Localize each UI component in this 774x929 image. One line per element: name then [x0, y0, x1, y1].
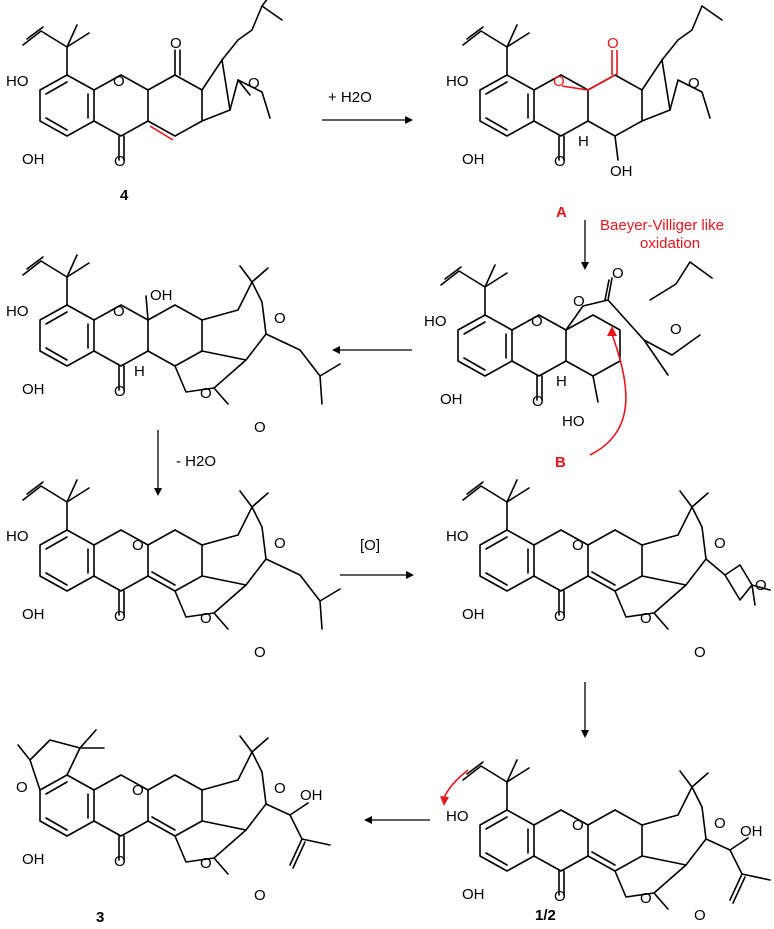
migration-arrow — [589, 333, 627, 456]
compound-1-2-label: 1/2 — [535, 907, 556, 924]
hk-ho-top: HO — [6, 303, 29, 320]
di-xanthone-o: O — [114, 608, 126, 625]
migration-arrow-head — [607, 326, 617, 336]
hk-lactone-o: O — [200, 385, 212, 402]
compound-3-label: 3 — [96, 909, 104, 926]
di-ring-o: O — [132, 537, 144, 554]
ep-epoxide-o: O — [755, 577, 767, 594]
cA-oh: OH — [610, 163, 633, 180]
reagent-oxidation: [O] — [360, 537, 380, 554]
compound-4-structure — [22, 0, 283, 161]
cA-oh-bottom: OH — [462, 151, 485, 168]
compound-4-label: 4 — [120, 187, 129, 204]
c3-furan2-o: O — [274, 780, 286, 797]
annotation-line-1: Baeyer-Villiger like — [600, 217, 724, 234]
cA-ho-top: HO — [446, 73, 469, 90]
hk-h: H — [134, 363, 145, 380]
arrow-dehydration-head — [154, 488, 162, 496]
c3-oh-bottom: OH — [22, 851, 45, 868]
epoxide-intermediate-structure — [462, 479, 771, 630]
annotation-line-2: oxidation — [640, 235, 700, 252]
compound-A-structure — [462, 5, 723, 161]
arrow-epoxide-opening-head — [581, 730, 589, 738]
compound-1-2-structure — [462, 759, 771, 910]
cB-lactone-o: O — [573, 293, 585, 310]
cA-ring-o: O — [553, 73, 565, 90]
hk-ring-o: O — [113, 303, 125, 320]
cA-epoxide-o: O — [688, 75, 700, 92]
c12-carbonyl-o: O — [694, 907, 706, 924]
hk-oh-bottom: OH — [22, 381, 45, 398]
cA-xanthone-o: O — [554, 153, 566, 170]
ep-oh-bottom: OH — [462, 606, 485, 623]
di-ho-top: HO — [6, 528, 29, 545]
c3-furan-o: O — [16, 779, 28, 796]
c3-oh: OH — [300, 787, 323, 804]
ep-ho-top: HO — [446, 528, 469, 545]
c3-carbonyl-o: O — [254, 887, 266, 904]
ep-ring-o: O — [572, 537, 584, 554]
hk-oh: OH — [150, 287, 173, 304]
hk-furan-o: O — [274, 310, 286, 327]
c4-ring-o: O — [113, 73, 125, 90]
c4-xanthone-o: O — [114, 153, 126, 170]
reagent-lose-water: - H2O — [176, 453, 216, 470]
c12-oh: OH — [740, 823, 763, 840]
dehydrated-intermediate-structure — [22, 479, 341, 630]
c3-ring-o: O — [132, 782, 144, 799]
c4-epoxide-o: O — [248, 75, 260, 92]
compound-B-label: B — [555, 454, 566, 471]
ep-lactone-o: O — [640, 610, 652, 627]
reagent-add-water: + H2O — [328, 89, 372, 106]
di-oh-bottom: OH — [22, 606, 45, 623]
arrow-1-2-to-3-head — [364, 816, 372, 824]
c4-keto-o: O — [170, 35, 182, 52]
c12-xanthone-o: O — [554, 888, 566, 905]
hk-xanthone-o: O — [114, 383, 126, 400]
c12-ring-o: O — [572, 817, 584, 834]
c4-oh-bottom: OH — [22, 151, 45, 168]
c3-lactone-o: O — [200, 855, 212, 872]
arrow-4-to-A-head — [405, 116, 413, 124]
cA-h: H — [578, 133, 589, 150]
cyclization-arrow-head — [440, 796, 449, 806]
cA-keto-o: O — [607, 35, 619, 52]
c4-ho-top: HO — [6, 73, 29, 90]
di-furan-o: O — [274, 535, 286, 552]
ep-carbonyl-o: O — [694, 644, 706, 661]
cB-oh-bottom: OH — [440, 391, 463, 408]
compound-3-structure — [17, 729, 331, 875]
cB-ho-top: HO — [424, 313, 447, 330]
compound-A-label: A — [556, 204, 567, 221]
di-lactone-o: O — [200, 610, 212, 627]
ep-xanthone-o: O — [554, 608, 566, 625]
cB-h: H — [556, 373, 567, 390]
c12-oh-bottom: OH — [462, 886, 485, 903]
hemiketal-lactone-structure — [22, 254, 341, 405]
c3-xanthone-o: O — [114, 853, 126, 870]
cB-carbonyl-o: O — [612, 265, 624, 282]
cB-ring-o: O — [531, 313, 543, 330]
di-carbonyl-o: O — [254, 644, 266, 661]
c12-lactone-o: O — [640, 890, 652, 907]
ep-furan-o: O — [714, 535, 726, 552]
compound-B-structure — [440, 261, 713, 403]
cyclization-arrow — [443, 769, 469, 799]
cB-epoxide-o: O — [670, 321, 682, 338]
arrow-B-to-hemiketal-head — [332, 346, 340, 354]
c12-ho-top: HO — [446, 808, 469, 825]
hk-carbonyl-o: O — [254, 419, 266, 436]
c12-furan-o: O — [714, 815, 726, 832]
cB-xanthone-o: O — [532, 393, 544, 410]
arrow-oxidation-head — [406, 571, 414, 579]
arrow-A-to-B-head — [581, 262, 589, 270]
cB-ho: HO — [562, 413, 585, 430]
